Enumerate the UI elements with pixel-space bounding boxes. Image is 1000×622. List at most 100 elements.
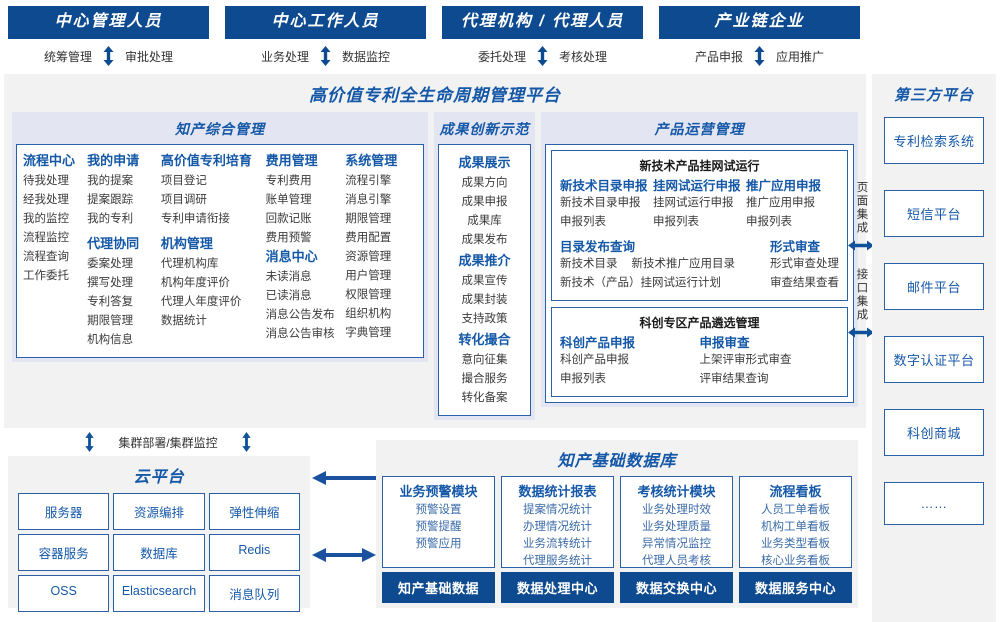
kb-card-head[interactable]: 考核统计模块 bbox=[637, 484, 716, 499]
menu-item[interactable]: 专利申请衔接 bbox=[160, 213, 230, 225]
kb-card-item[interactable]: 业务流转统计 bbox=[523, 538, 592, 550]
cloud-cell-redis[interactable]: Redis bbox=[208, 534, 300, 571]
menu-item[interactable]: 成果宣传 bbox=[461, 275, 508, 287]
group-head[interactable]: 高价值专利培育 bbox=[160, 153, 252, 168]
group-head[interactable]: 形式审查 bbox=[770, 240, 821, 254]
menu-item[interactable]: 撰写处理 bbox=[87, 277, 134, 289]
menu-item[interactable]: 撮合服务 bbox=[461, 373, 508, 385]
menu-item[interactable]: 新技术（产品）挂网试运行计划 bbox=[560, 277, 721, 289]
menu-item[interactable]: 我的监控 bbox=[23, 213, 69, 225]
menu-item[interactable]: 账单管理 bbox=[265, 194, 312, 206]
menu-item[interactable]: 经我处理 bbox=[23, 194, 69, 206]
menu-item[interactable]: 已读消息 bbox=[265, 290, 312, 302]
kb-card-item[interactable]: 预警提醒 bbox=[415, 521, 462, 533]
menu-item[interactable]: 数据统计 bbox=[160, 315, 207, 327]
menu-item[interactable]: 费用配置 bbox=[345, 232, 392, 244]
menu-item[interactable]: 未读消息 bbox=[265, 271, 312, 283]
menu-item[interactable]: 申报列表 bbox=[560, 216, 606, 228]
menu-item[interactable]: 专利费用 bbox=[265, 175, 312, 187]
menu-item[interactable]: 新技术目录申报 bbox=[560, 197, 641, 209]
kb-footer-badge[interactable]: 知产基础数据 bbox=[382, 572, 495, 603]
menu-item[interactable]: 流程监控 bbox=[23, 232, 69, 244]
group-head[interactable]: 新技术目录申报 bbox=[560, 179, 648, 193]
menu-item[interactable]: 上架评审形式审查 bbox=[699, 354, 792, 366]
menu-item[interactable]: 形式审查处理 bbox=[770, 258, 839, 270]
menu-item[interactable]: 成果方向 bbox=[461, 177, 508, 189]
third-party-item-digital-cert[interactable]: 数字认证平台 bbox=[884, 336, 984, 383]
kb-card-item[interactable]: 业务处理时效 bbox=[642, 504, 711, 516]
menu-item[interactable]: 消息公告发布 bbox=[265, 309, 335, 321]
menu-item[interactable]: 期限管理 bbox=[345, 213, 392, 225]
group-head[interactable]: 机构管理 bbox=[160, 236, 213, 251]
kb-card-item[interactable]: 核心业务看板 bbox=[761, 555, 830, 567]
kb-card-item[interactable]: 业务处理质量 bbox=[642, 521, 711, 533]
menu-item[interactable]: 委案处理 bbox=[87, 258, 134, 270]
menu-item[interactable]: 成果库 bbox=[467, 215, 502, 227]
kb-card-item[interactable]: 办理情况统计 bbox=[523, 521, 592, 533]
group-head[interactable]: 流程中心 bbox=[23, 153, 76, 168]
menu-item[interactable]: 资源管理 bbox=[345, 251, 392, 263]
menu-item[interactable]: 专利答复 bbox=[87, 296, 134, 308]
menu-item[interactable]: 我的提案 bbox=[87, 175, 134, 187]
menu-item[interactable]: 回款记账 bbox=[265, 213, 312, 225]
menu-item[interactable]: 权限管理 bbox=[345, 289, 392, 301]
third-party-item-kechuang-mall[interactable]: 科创商城 bbox=[884, 409, 984, 456]
kb-card-item[interactable]: 异常情况监控 bbox=[642, 538, 711, 550]
cloud-cell-orchestration[interactable]: 资源编排 bbox=[113, 493, 205, 530]
menu-item[interactable]: 成果发布 bbox=[461, 234, 508, 246]
group-head[interactable]: 我的申请 bbox=[87, 153, 140, 168]
kb-card-item[interactable]: 机构工单看板 bbox=[761, 521, 830, 533]
menu-item[interactable]: 申报列表 bbox=[653, 216, 699, 228]
menu-item[interactable]: 推广应用申报 bbox=[746, 197, 815, 209]
menu-item[interactable]: 机构信息 bbox=[87, 334, 134, 346]
role-title-3[interactable]: 产业链企业 bbox=[659, 6, 860, 39]
kb-card-item[interactable]: 代理人员考核 bbox=[642, 555, 711, 567]
group-head[interactable]: 系统管理 bbox=[345, 153, 398, 168]
kb-footer-badge[interactable]: 数据交换中心 bbox=[620, 572, 733, 603]
group-head[interactable]: 消息中心 bbox=[265, 249, 318, 264]
menu-item[interactable]: 我的专利 bbox=[87, 213, 134, 225]
third-party-item-sms[interactable]: 短信平台 bbox=[884, 190, 984, 237]
menu-item[interactable]: 评审结果查询 bbox=[699, 373, 769, 385]
group-head[interactable]: 成果展示 bbox=[458, 155, 511, 170]
menu-item[interactable]: 流程查询 bbox=[23, 251, 69, 263]
role-title-0[interactable]: 中心管理人员 bbox=[8, 6, 209, 39]
group-head[interactable]: 代理协同 bbox=[87, 236, 140, 251]
cloud-cell-server[interactable]: 服务器 bbox=[18, 493, 110, 530]
group-head[interactable]: 挂网试运行申报 bbox=[653, 179, 741, 193]
menu-item[interactable]: 挂网试运行申报 bbox=[653, 197, 734, 209]
third-party-item-patent-search[interactable]: 专利检索系统 bbox=[884, 117, 984, 164]
kb-footer-badge[interactable]: 数据服务中心 bbox=[739, 572, 852, 603]
menu-item[interactable]: 机构年度评价 bbox=[160, 277, 230, 289]
cloud-cell-database[interactable]: 数据库 bbox=[113, 534, 205, 571]
cloud-cell-elasticsearch[interactable]: Elasticsearch bbox=[113, 575, 205, 612]
kb-card-item[interactable]: 预警应用 bbox=[415, 538, 462, 550]
menu-item[interactable]: 申报列表 bbox=[560, 373, 606, 385]
role-title-1[interactable]: 中心工作人员 bbox=[225, 6, 426, 39]
menu-item[interactable]: 新技术推广应用目录 bbox=[631, 258, 736, 270]
menu-item[interactable]: 用户管理 bbox=[345, 270, 392, 282]
menu-item[interactable]: 转化备案 bbox=[461, 392, 508, 404]
menu-item[interactable]: 代理人年度评价 bbox=[160, 296, 242, 308]
cloud-cell-autoscaling[interactable]: 弹性伸缩 bbox=[208, 493, 300, 530]
menu-item[interactable]: 期限管理 bbox=[87, 315, 134, 327]
role-title-2[interactable]: 代理机构 / 代理人员 bbox=[442, 6, 643, 39]
menu-item[interactable]: 审查结果查看 bbox=[770, 277, 839, 289]
kb-card-item[interactable]: 预警设置 bbox=[415, 504, 462, 516]
kb-card-item[interactable]: 提案情况统计 bbox=[523, 504, 592, 516]
menu-item[interactable]: 申报列表 bbox=[746, 216, 792, 228]
menu-item[interactable]: 成果申报 bbox=[461, 196, 508, 208]
menu-item[interactable]: 消息公告审核 bbox=[265, 328, 335, 340]
third-party-item-more[interactable]: …… bbox=[884, 482, 984, 525]
group-head[interactable]: 科创产品申报 bbox=[560, 336, 636, 350]
kb-card-head[interactable]: 流程看板 bbox=[769, 484, 822, 499]
menu-item[interactable]: 支持政策 bbox=[461, 313, 508, 325]
menu-item[interactable]: 组织机构 bbox=[345, 308, 392, 320]
kb-card-item[interactable]: 业务类型看板 bbox=[761, 538, 830, 550]
menu-item[interactable]: 代理机构库 bbox=[160, 258, 219, 270]
third-party-item-email[interactable]: 邮件平台 bbox=[884, 263, 984, 310]
cloud-cell-container[interactable]: 容器服务 bbox=[18, 534, 110, 571]
cloud-cell-oss[interactable]: OSS bbox=[18, 575, 110, 612]
menu-item[interactable]: 提案跟踪 bbox=[87, 194, 134, 206]
menu-item[interactable]: 流程引擎 bbox=[345, 175, 392, 187]
